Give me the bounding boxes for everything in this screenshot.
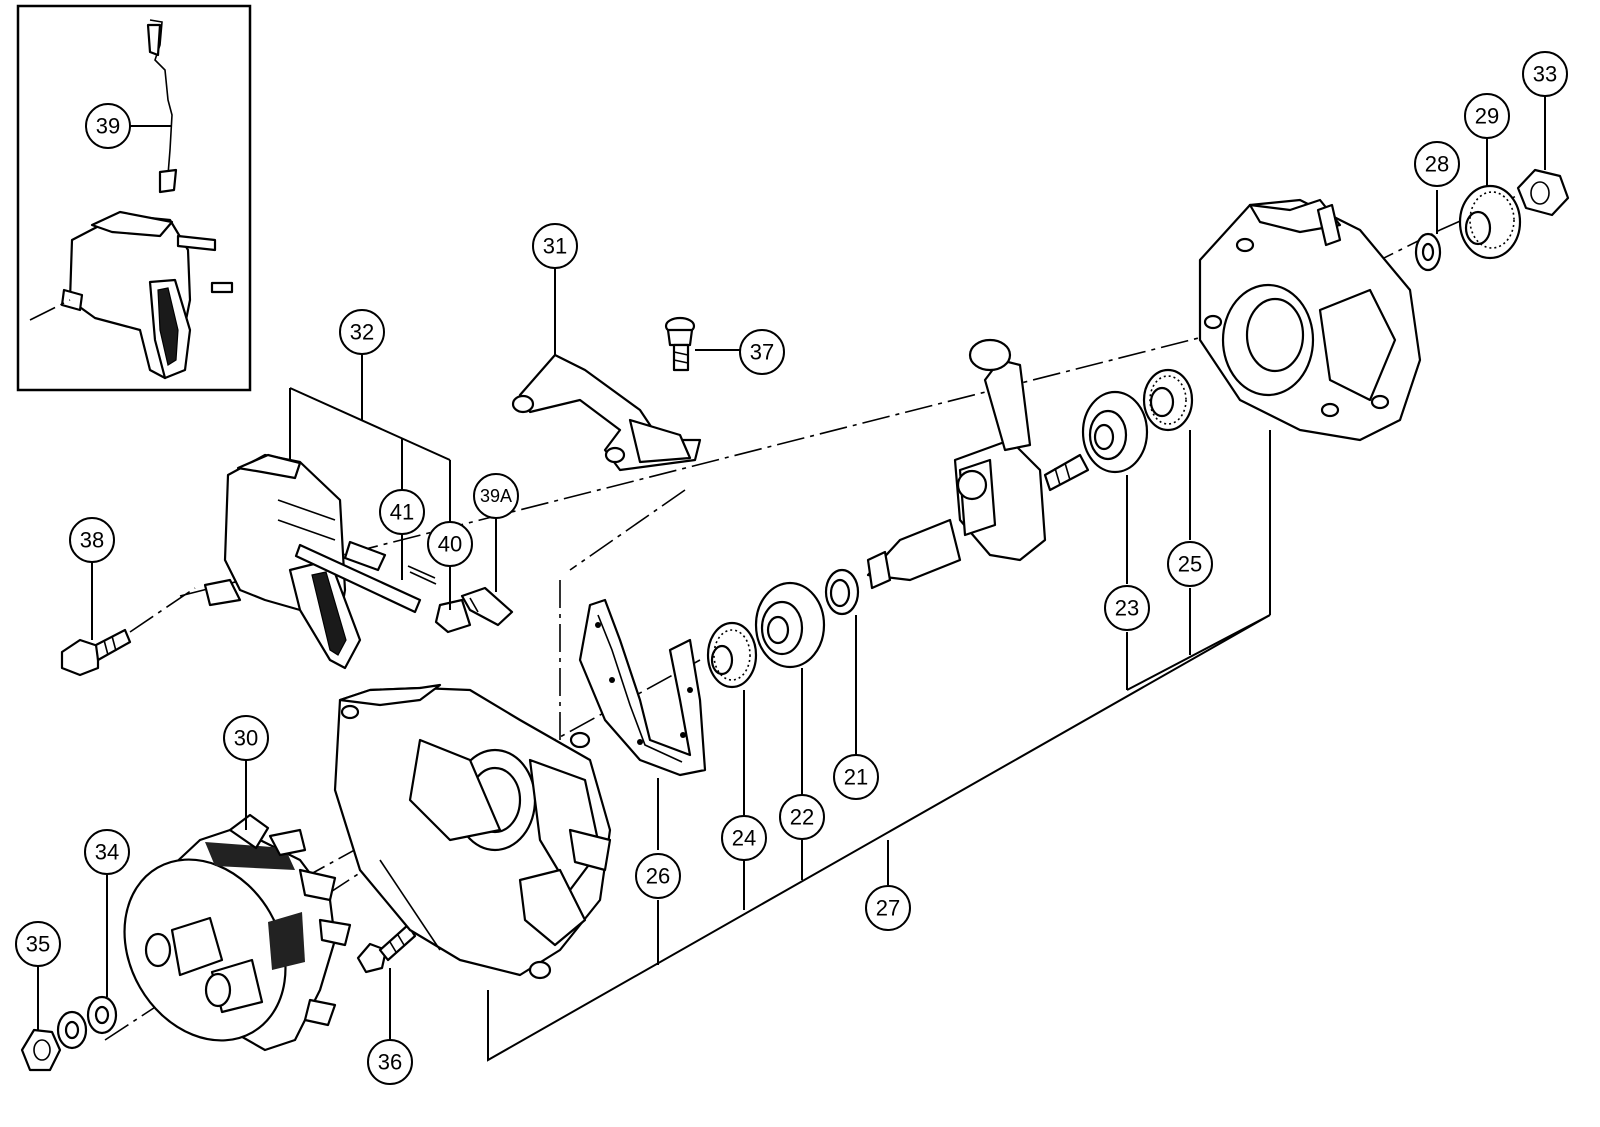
callout-37-label: 37 bbox=[750, 340, 774, 365]
part-33-nut bbox=[1516, 168, 1570, 217]
callout-39: 39 bbox=[85, 103, 131, 149]
part-21-ring bbox=[824, 568, 860, 616]
leader-lines bbox=[37, 90, 1546, 1062]
callout-30-label: 30 bbox=[234, 726, 258, 751]
part-41-wire bbox=[407, 565, 437, 585]
callout-41-label: 41 bbox=[390, 500, 414, 525]
part-30-flywheel bbox=[123, 813, 352, 1052]
callout-41: 41 bbox=[379, 489, 425, 535]
callout-37: 37 bbox=[739, 329, 785, 375]
part-38-bolt bbox=[60, 587, 196, 677]
part-34-washer bbox=[56, 995, 118, 1050]
callout-39A-label: 39A bbox=[480, 486, 512, 506]
callout-33: 33 bbox=[1522, 51, 1568, 97]
callout-32: 32 bbox=[339, 309, 385, 355]
callout-38-label: 38 bbox=[80, 528, 104, 553]
part-27-crankcase-left bbox=[333, 683, 612, 980]
callout-30: 30 bbox=[223, 715, 269, 761]
part-40-cap bbox=[434, 598, 472, 634]
callout-35: 35 bbox=[15, 921, 61, 967]
callout-31-label: 31 bbox=[543, 234, 567, 259]
inset-detail-box bbox=[16, 4, 252, 392]
callout-40-label: 40 bbox=[438, 532, 462, 557]
callout-40: 40 bbox=[427, 521, 473, 567]
callout-21-label: 21 bbox=[844, 765, 868, 790]
part-22-bearing bbox=[754, 581, 826, 669]
callout-34: 34 bbox=[84, 829, 130, 875]
part-35-nut bbox=[20, 1028, 62, 1072]
part-39A-terminal bbox=[460, 586, 514, 627]
callout-39A: 39A bbox=[473, 473, 519, 519]
callout-39-label: 39 bbox=[96, 114, 120, 139]
part-32-ignition-coil bbox=[203, 453, 422, 670]
part-25-oil-seal bbox=[1142, 368, 1194, 432]
callout-27: 27 bbox=[865, 885, 911, 931]
crankshaft bbox=[866, 338, 1090, 590]
callout-23: 23 bbox=[1104, 585, 1150, 631]
callout-32-label: 32 bbox=[350, 320, 374, 345]
part-29-flange bbox=[1458, 184, 1522, 260]
part-31-bracket bbox=[511, 353, 702, 472]
part-27-crankcase-right bbox=[1198, 198, 1422, 442]
part-28-washer bbox=[1414, 232, 1442, 272]
callout-28: 28 bbox=[1414, 141, 1460, 187]
callout-23-label: 23 bbox=[1115, 596, 1139, 621]
callout-29-label: 29 bbox=[1475, 104, 1499, 129]
callout-22: 22 bbox=[779, 794, 825, 840]
part-37-screw bbox=[664, 316, 696, 372]
callout-38: 38 bbox=[69, 517, 115, 563]
callout-35-label: 35 bbox=[26, 932, 50, 957]
callout-36: 36 bbox=[367, 1039, 413, 1085]
part-26-gasket bbox=[578, 598, 707, 777]
callout-31: 31 bbox=[532, 223, 578, 269]
callout-22-label: 22 bbox=[790, 805, 814, 830]
callout-25-label: 25 bbox=[1178, 552, 1202, 577]
part-24-oil-seal bbox=[706, 621, 758, 689]
callout-21: 21 bbox=[833, 754, 879, 800]
callout-29: 29 bbox=[1464, 93, 1510, 139]
callout-36-label: 36 bbox=[378, 1050, 402, 1075]
callout-27-label: 27 bbox=[876, 896, 900, 921]
callout-26-label: 26 bbox=[646, 864, 670, 889]
callout-25: 25 bbox=[1167, 541, 1213, 587]
callout-33-label: 33 bbox=[1533, 62, 1557, 87]
callout-28-label: 28 bbox=[1425, 152, 1449, 177]
part-23-bearing bbox=[1081, 390, 1149, 474]
callout-24-label: 24 bbox=[732, 826, 756, 851]
callout-24: 24 bbox=[721, 815, 767, 861]
callout-34-label: 34 bbox=[95, 840, 119, 865]
part-36-bolt bbox=[356, 923, 417, 974]
callout-26: 26 bbox=[635, 853, 681, 899]
